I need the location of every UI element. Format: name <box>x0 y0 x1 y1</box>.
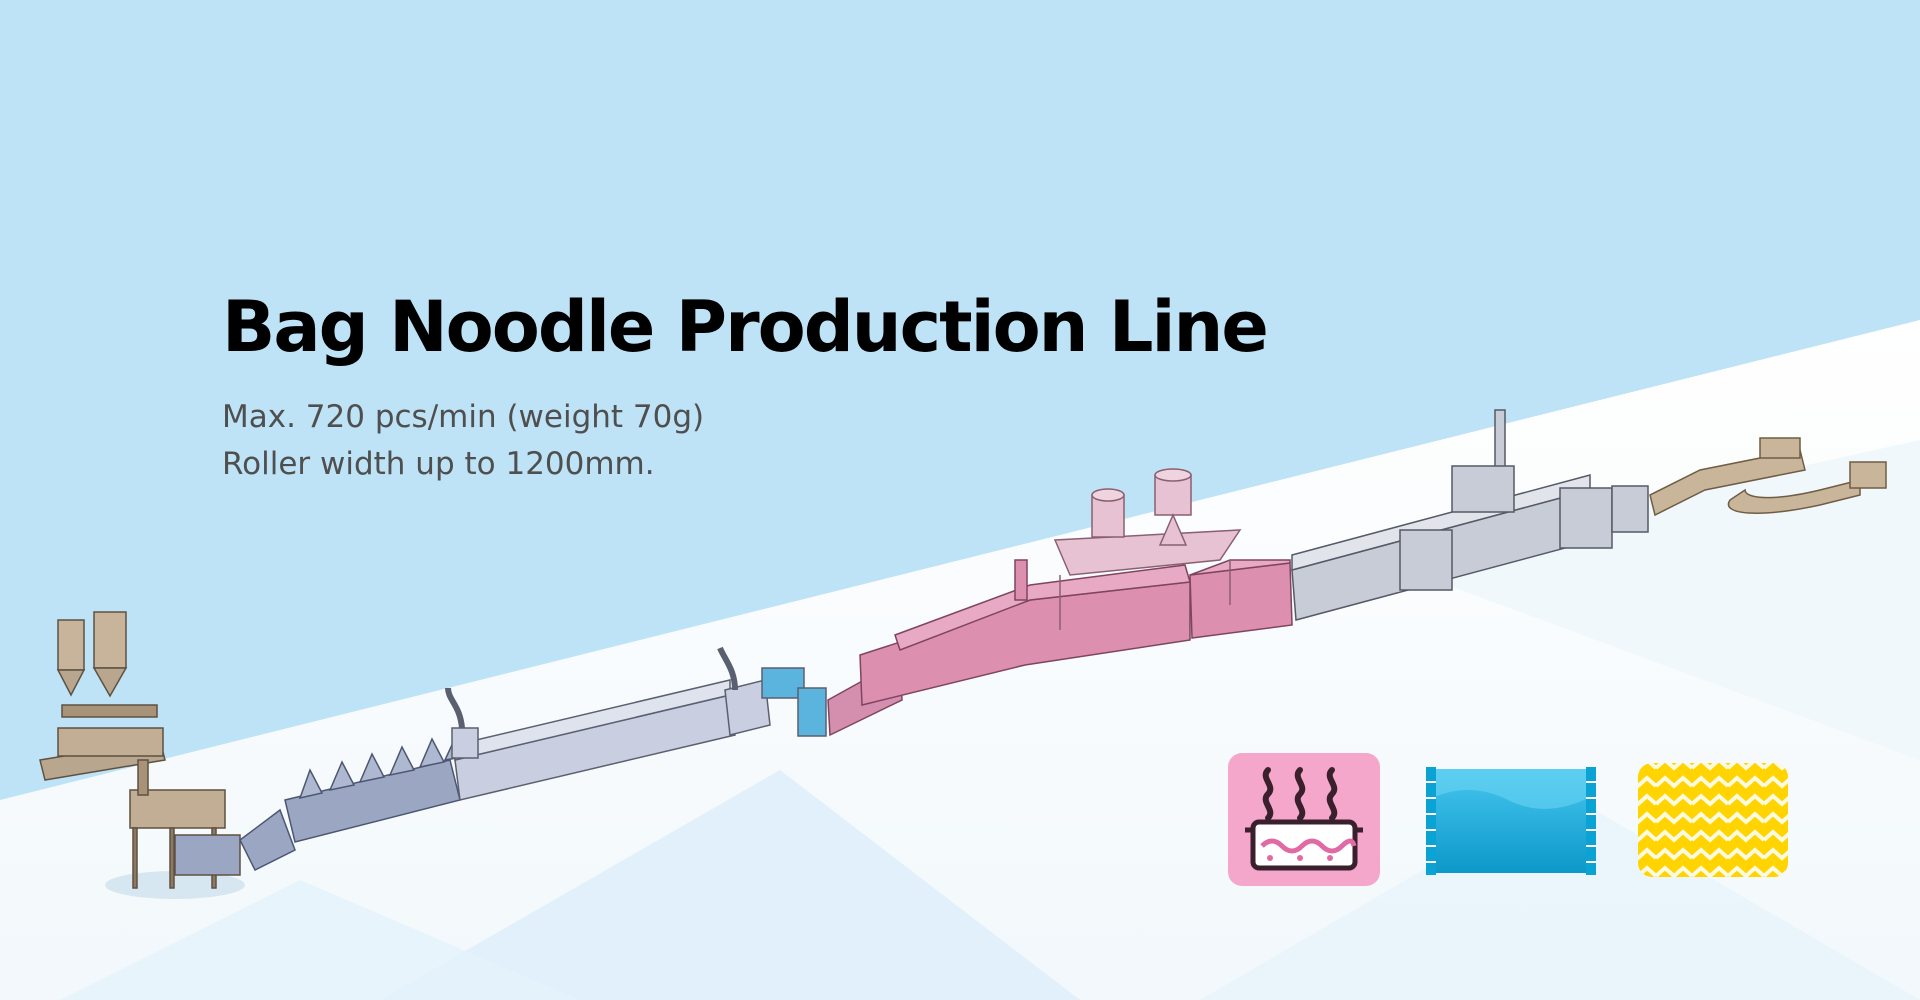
roller-width-spec: Roller width up to 1200mm. <box>222 446 655 482</box>
capacity-spec: Max. 720 pcs/min (weight 70g) <box>222 399 705 435</box>
noodle-bag-icon <box>1426 767 1596 875</box>
steamer-conveyor <box>445 646 827 801</box>
mixer-station <box>39 611 245 899</box>
wavy-noodle-icon <box>1638 763 1788 877</box>
steaming-icon <box>1228 753 1380 886</box>
frying-tunnel <box>827 468 1293 737</box>
page-title: Bag Noodle Production Line <box>222 286 1269 368</box>
packing-conveyors <box>1649 437 1887 517</box>
hero-text-block: Bag Noodle Production Line Max. 720 pcs/… <box>222 286 1269 482</box>
cooling-conveyor <box>1291 409 1649 621</box>
